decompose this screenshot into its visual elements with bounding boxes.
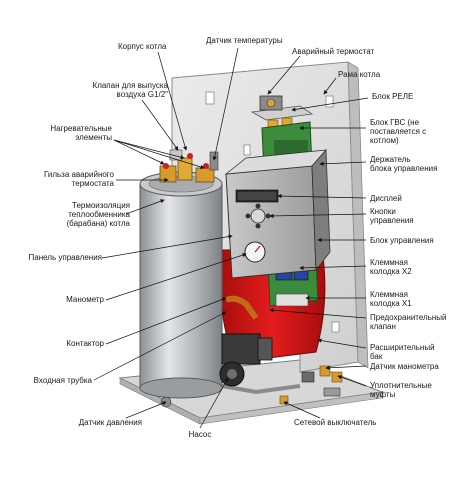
label-blok-upr: Блок управления <box>370 236 434 245</box>
control-unit <box>224 148 331 279</box>
label-manometr: Манометр <box>66 295 104 304</box>
label-derzhatel-line1: Держатель <box>370 155 411 164</box>
label-kolodka-x2: Клеммная колодка X2 <box>370 258 412 276</box>
label-datchik-davl: Датчик давления <box>78 418 142 427</box>
label-izol-line1: Термоизоляция <box>72 201 130 210</box>
label-kontaktor: Контактор <box>66 339 104 348</box>
label-datchik-temp: Датчик температуры <box>206 36 283 45</box>
label-klapan-line1: Клапан для выпуска <box>92 81 168 90</box>
label-klapan: Клапан для выпуска воздуха G1/2" <box>76 81 168 99</box>
label-nagrev-line1: Нагревательные <box>50 124 112 133</box>
label-derzhatel: Держатель блока управления <box>370 155 437 173</box>
label-predohr-line1: Предохранительный <box>370 313 447 322</box>
label-derzhatel-line2: блока управления <box>370 164 438 173</box>
leader-arrows <box>93 47 369 429</box>
label-predohr: Предохранительный клапан <box>370 313 447 331</box>
label-knopki-line1: Кнопки <box>370 207 396 216</box>
label-panel-upr: Панель управления <box>28 253 103 262</box>
label-nasos: Насос <box>188 430 212 439</box>
label-izol: Термоизоляция теплообменника (барабана) … <box>34 201 130 228</box>
label-gilza-line2: термостата <box>71 179 114 188</box>
relay-block <box>250 95 314 133</box>
label-avar-termostat: Аварийный термостат <box>292 47 375 56</box>
label-knopki-line2: управления <box>370 216 414 225</box>
label-knopki: Кнопки управления <box>370 207 414 225</box>
label-blok-gvs-line3: котлом) <box>370 136 399 145</box>
label-gilza-line1: Гильза аварийного <box>43 170 114 179</box>
label-nagrev-line2: элементы <box>75 133 112 142</box>
label-kolodka-x1-line2: колодка X1 <box>370 299 412 308</box>
label-rasshir-line1: Расширительный <box>370 343 435 352</box>
pipes <box>221 295 343 405</box>
label-izol-line2: теплообменника <box>68 210 130 219</box>
heating-elements <box>159 149 219 183</box>
label-uplotn: Уплотнительные муфты <box>370 381 432 399</box>
label-blok-gvs: Блок ГВС (не поставляется с котлом) <box>370 118 426 145</box>
label-displei: Дисплей <box>370 194 402 203</box>
label-rasshir-line2: бак <box>370 352 383 361</box>
label-korpus: Корпус котла <box>118 42 167 51</box>
heat-exchanger-cylinder <box>139 171 223 399</box>
label-rasshir: Расширительный бак <box>370 343 435 361</box>
label-uplotn-line2: муфты <box>370 390 396 399</box>
label-predohr-line2: клапан <box>370 322 396 331</box>
label-nagrev: Нагревательные элементы <box>40 124 112 142</box>
label-kolodka-x1: Клеммная колодка X1 <box>370 290 412 308</box>
label-setevoi: Сетевой выключатель <box>294 418 377 427</box>
label-kolodka-x1-line1: Клеммная <box>370 290 408 299</box>
label-gilza: Гильза аварийного термостата <box>30 170 114 188</box>
label-blok-rele: Блок РЕЛЕ <box>372 92 414 101</box>
label-blok-gvs-line1: Блок ГВС (не <box>370 118 420 127</box>
label-vhodnaya: Входная трубка <box>33 376 92 385</box>
label-kolodka-x2-line2: колодка X2 <box>370 267 412 276</box>
label-uplotn-line1: Уплотнительные <box>370 381 432 390</box>
label-kolodka-x2-line1: Клеммная <box>370 258 408 267</box>
label-rama: Рама котла <box>338 70 381 79</box>
label-izol-line3: (барабана) котла <box>66 219 130 228</box>
label-datchik-manometra: Датчик манометра <box>370 362 439 371</box>
label-blok-gvs-line2: поставляется с <box>370 127 427 136</box>
label-klapan-line2: воздуха G1/2" <box>116 90 168 99</box>
